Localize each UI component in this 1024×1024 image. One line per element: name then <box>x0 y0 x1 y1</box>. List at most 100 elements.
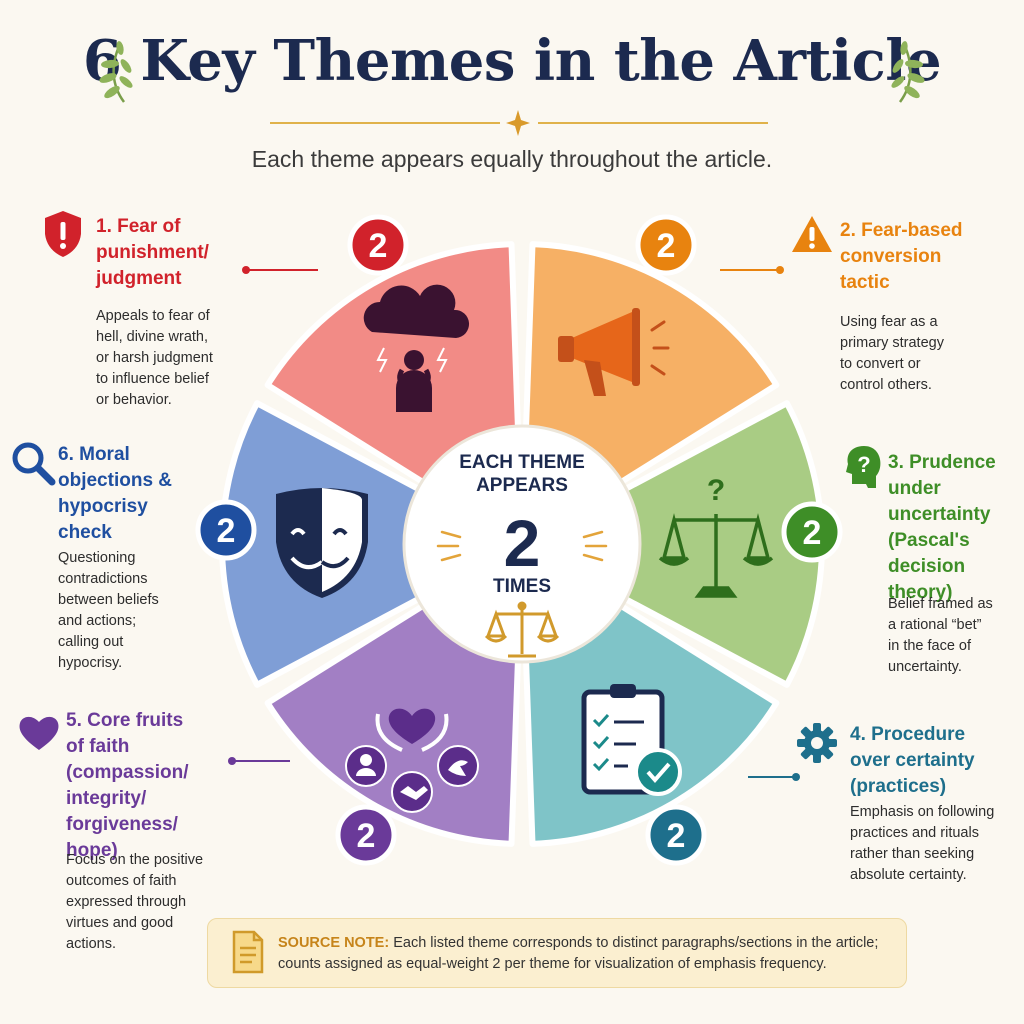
theme-6-description: Questioning contradictions between belie… <box>58 548 159 674</box>
theme-5-title-line: forgiveness/ <box>66 814 178 835</box>
divider-right <box>538 122 768 124</box>
theme-6-title-line: check <box>58 522 112 543</box>
theme-1-desc-line: hell, divine wrath, <box>96 329 209 345</box>
theme-1-title-line: 1. Fear of <box>96 216 181 237</box>
theme-4-desc-line: rather than seeking <box>850 846 975 862</box>
theme-2-title: 2. Fear-based conversion tactic <box>840 218 963 296</box>
theme-4-title-line: 4. Procedure <box>850 724 966 745</box>
count-badge-2 <box>635 214 697 276</box>
count-badge-label-3: 2 <box>803 514 822 552</box>
svg-text:?: ? <box>707 474 725 507</box>
theme-5-desc-line: expressed through <box>66 894 187 910</box>
theme-2-desc-line: primary strategy <box>840 335 944 351</box>
theme-5-title: 5. Core fruits of faith (compassion/ int… <box>66 708 188 864</box>
theme-1-desc-line: or behavior. <box>96 392 172 408</box>
theme-4-description: Emphasis on following practices and ritu… <box>850 802 994 886</box>
theme-1-desc-line: Appeals to fear of <box>96 308 210 324</box>
heart-icon <box>19 716 59 750</box>
scales-icon <box>484 601 560 658</box>
theme-4-desc-line: Emphasis on following <box>850 804 995 820</box>
balance-question-icon: ? <box>658 474 774 598</box>
theme-6-desc-line: between beliefs <box>58 592 159 608</box>
count-badge-label-4: 2 <box>667 817 686 855</box>
theme-4-title-line: over certainty <box>850 750 975 771</box>
warning-triangle-icon <box>792 216 832 252</box>
theme-5-desc-line: Focus on the positive <box>66 852 204 868</box>
count-badge-label-6: 2 <box>217 512 236 550</box>
theme-1-desc-line: to influence belief <box>96 371 209 387</box>
theme-6-desc-line: calling out <box>58 634 124 650</box>
theme-1-title-line: judgment <box>96 268 182 289</box>
theme-3-title-line: decision theory) <box>888 556 966 603</box>
theme-2-title-line: conversion <box>840 246 942 267</box>
theme-3-desc-line: a rational “bet” <box>888 617 982 633</box>
theme-6-title: 6. Moral objections & hypocrisy check <box>58 442 172 546</box>
theme-2-description: Using fear as a primary strategy to conv… <box>840 312 944 396</box>
divider-left <box>270 122 500 124</box>
theme-5-title-line: hope) <box>66 840 118 861</box>
clipboard-check-icon <box>581 684 682 796</box>
megaphone-icon <box>558 308 670 396</box>
theme-6-title-line: objections & <box>58 470 173 491</box>
theme-3-title-line: under <box>888 478 941 499</box>
subtitle: Each theme appears equally throughout th… <box>251 146 773 172</box>
theme-5-desc-line: virtues and good <box>66 915 174 931</box>
theme-3-desc-line: in the face of <box>888 638 972 654</box>
theme-2-desc-line: to convert or <box>840 356 921 372</box>
connector-4 <box>748 773 800 781</box>
connector-5 <box>228 757 290 765</box>
source-note-text: SOURCE NOTE: Each listed theme correspon… <box>278 933 893 975</box>
theme-5-title-line: of faith <box>66 736 130 757</box>
gear-icon <box>797 723 837 763</box>
count-badge-label-1: 2 <box>369 227 388 265</box>
theme-3-desc-line: uncertainty. <box>888 659 962 675</box>
theme-3-title: 3. Prudence under uncertainty (Pascal's … <box>888 450 1024 606</box>
head-question-icon: ? <box>846 446 881 488</box>
magnifier-icon <box>12 442 56 486</box>
center-circle <box>402 424 642 664</box>
theme-4-title-line: (practices) <box>850 776 947 797</box>
count-badge-6 <box>195 499 257 561</box>
theme-1-title: 1. Fear of punishment/ judgment <box>96 214 209 292</box>
theme-5-title-line: 5. Core fruits <box>66 710 184 731</box>
source-note-body: Each listed theme corresponds to distinc… <box>278 935 879 972</box>
laurel-right-icon <box>891 41 925 103</box>
document-icon <box>232 930 264 974</box>
theme-3-title-line: (Pascal's <box>888 530 970 551</box>
theme-6-desc-line: hypocrisy. <box>58 655 123 671</box>
theme-2-desc-line: Using fear as a <box>840 314 938 330</box>
sparkle-right-icon <box>582 530 608 562</box>
theme-2-title-line: 2. Fear-based <box>840 220 963 241</box>
storm-cloud-icon <box>363 284 470 412</box>
theme-1-title-line: punishment/ <box>96 242 209 263</box>
theme-1-desc-line: or harsh judgment <box>96 350 213 366</box>
center-line3: TIMES <box>493 576 551 597</box>
theme-5-title-line: (compassion/ <box>66 762 189 783</box>
center-count: 2 <box>504 506 541 580</box>
source-note-label: SOURCE NOTE: <box>278 935 390 951</box>
theater-masks-icon <box>276 488 368 598</box>
theme-3-description: Belief framed as a rational “bet” in the… <box>888 594 993 678</box>
theme-6-title-line: hypocrisy <box>58 496 148 517</box>
sparkle-icon <box>506 110 530 136</box>
connector-1 <box>242 266 318 274</box>
warning-shield-icon <box>45 211 81 257</box>
theme-1-description: Appeals to fear of hell, divine wrath, o… <box>96 306 213 411</box>
theme-6-title-line: 6. Moral <box>58 444 130 465</box>
center-line1: EACH THEME <box>459 452 585 473</box>
count-badge-4 <box>645 804 707 866</box>
theme-2-desc-line: control others. <box>840 377 932 393</box>
faith-virtues-icon <box>345 708 479 813</box>
count-badge-label-2: 2 <box>657 227 676 265</box>
sparkle-left-icon <box>436 530 462 562</box>
count-badge-1 <box>347 214 409 276</box>
theme-4-desc-line: absolute certainty. <box>850 867 967 883</box>
theme-3-desc-line: Belief framed as <box>888 596 993 612</box>
center-line2: APPEARS <box>476 475 568 496</box>
theme-3-title-line: uncertainty <box>888 504 991 525</box>
theme-6-desc-line: contradictions <box>58 571 148 587</box>
theme-6-desc-line: Questioning <box>58 550 136 566</box>
svg-text:?: ? <box>857 452 870 477</box>
theme-3-title-line: 3. Prudence <box>888 452 996 473</box>
